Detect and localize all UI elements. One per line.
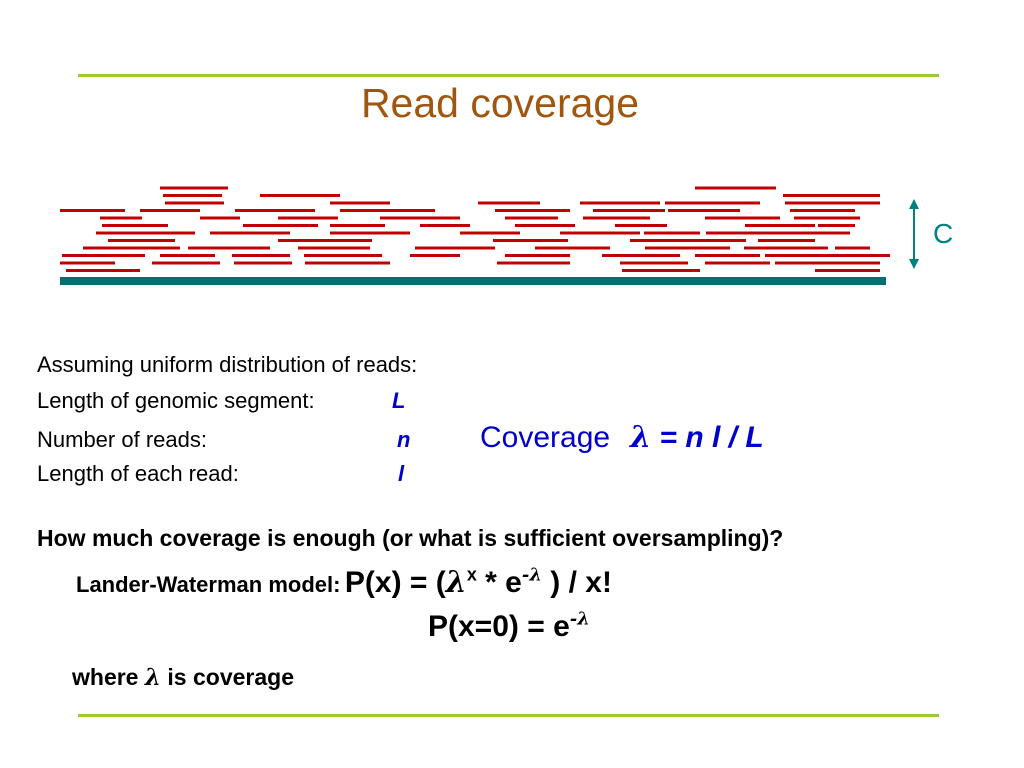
coverage-equation: = n l / L: [659, 421, 764, 454]
segment-length-label: Length of genomic segment:: [37, 388, 315, 413]
lander-waterman-formula: P(x) = (λx * e-λ ) / x!: [344, 564, 612, 600]
coverage-label: C: [933, 218, 954, 249]
read-length-var: l: [398, 461, 405, 486]
lambda-definition: where λ is coverage: [72, 664, 294, 691]
lambda-symbol: λ: [630, 420, 652, 455]
read-count-var: n: [397, 427, 411, 452]
read-coverage-diagram: [60, 186, 919, 285]
coverage-formula: Coverage λ = n l / L: [480, 420, 764, 455]
segment-length-var: L: [392, 388, 406, 413]
coverage-arrow: [909, 199, 919, 269]
read-count-label: Number of reads:: [37, 427, 207, 452]
top-divider: [78, 74, 939, 77]
lander-waterman-label: Lander-Waterman model:: [76, 572, 341, 597]
read-length-label: Length of each read:: [37, 461, 239, 486]
genome-bar: [60, 277, 886, 285]
lander-waterman-line: Lander-Waterman model: P(x) = (λx * e-λ …: [76, 565, 612, 600]
slide-title: Read coverage: [360, 80, 640, 126]
zero-coverage-probability: P(x=0) = e-λ: [428, 608, 590, 643]
bottom-divider: [78, 714, 939, 717]
assumption-intro: Assuming uniform distribution of reads:: [37, 352, 418, 377]
reads-group: [60, 186, 890, 272]
coverage-label-text: Coverage: [480, 421, 611, 454]
coverage-question: How much coverage is enough (or what is …: [37, 525, 784, 551]
